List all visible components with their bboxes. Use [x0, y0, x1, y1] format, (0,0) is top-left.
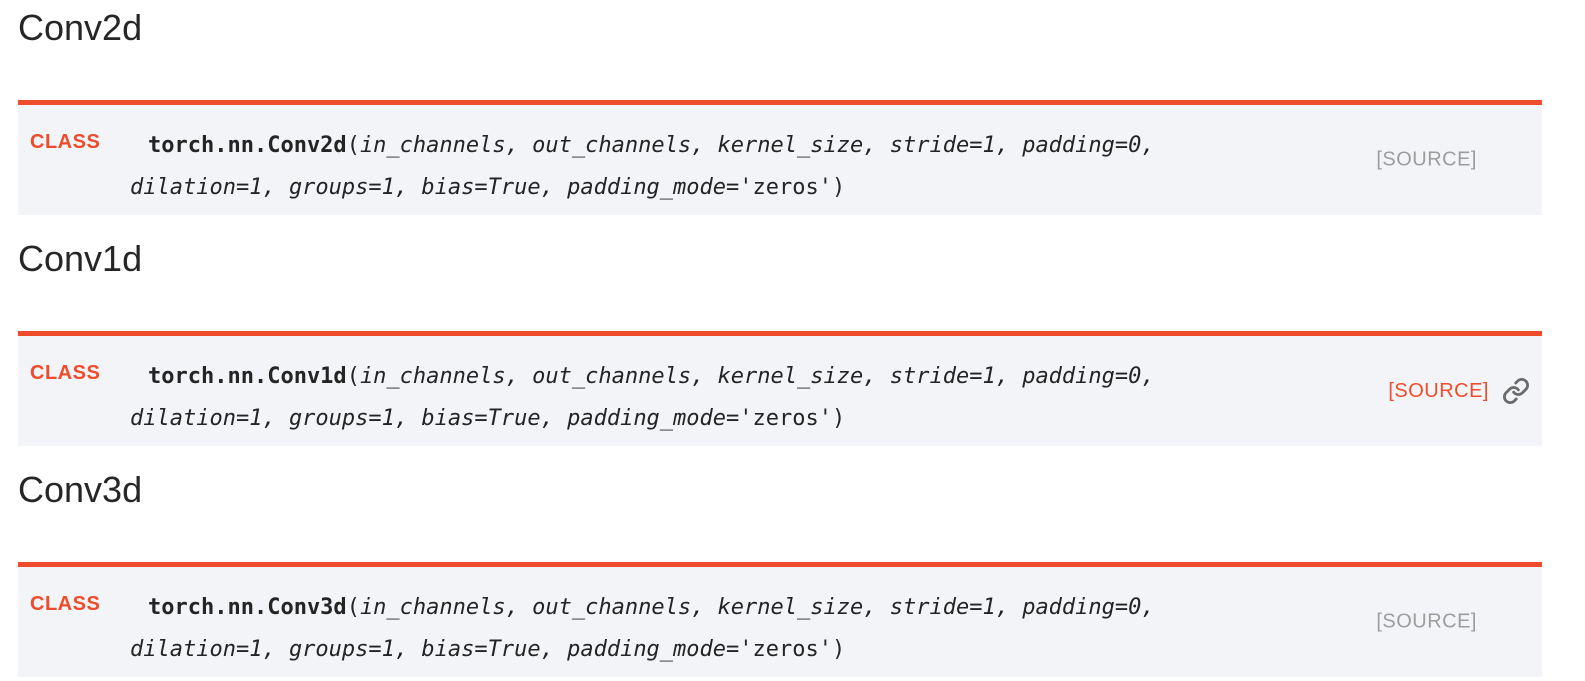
- doc-section-conv3d: Conv3d CLASS torch.nn.Conv3d(in_channels…: [18, 470, 1542, 677]
- source-link-area: [SOURCE]: [1388, 377, 1530, 405]
- signature-code: torch.nn.Conv2d(in_channels, out_channel…: [130, 125, 1327, 209]
- class-keyword-label: CLASS: [30, 131, 101, 153]
- source-link[interactable]: [SOURCE]: [1388, 379, 1489, 402]
- sig-paren-close: ): [832, 175, 846, 200]
- signature-code: torch.nn.Conv3d(in_channels, out_channel…: [130, 587, 1327, 671]
- sig-qualified-name: torch.nn.Conv2d: [148, 133, 347, 158]
- source-link-area: [SOURCE]: [1376, 611, 1477, 634]
- signature-code: torch.nn.Conv1d(in_channels, out_channel…: [130, 356, 1327, 440]
- class-signature-block: CLASS torch.nn.Conv3d(in_channels, out_c…: [18, 562, 1542, 677]
- sig-default-value: 'zeros': [739, 175, 832, 200]
- sig-qualified-name: torch.nn.Conv3d: [148, 595, 347, 620]
- class-signature-block: CLASS torch.nn.Conv2d(in_channels, out_c…: [18, 100, 1542, 215]
- sig-params-line2: dilation=1, groups=1, bias=True, padding…: [130, 406, 740, 431]
- section-heading: Conv3d: [18, 469, 143, 510]
- chain-link-icon[interactable]: [1502, 377, 1530, 405]
- source-link-area: [SOURCE]: [1376, 149, 1477, 172]
- sig-paren-open: (: [346, 595, 360, 620]
- doc-section-conv2d: Conv2d CLASS torch.nn.Conv2d(in_channels…: [18, 8, 1542, 215]
- sig-default-value: 'zeros': [739, 406, 832, 431]
- sig-paren-open: (: [346, 133, 360, 158]
- sig-paren-close: ): [832, 406, 846, 431]
- section-heading: Conv1d: [18, 238, 143, 279]
- sig-qualified-name: torch.nn.Conv1d: [148, 364, 347, 389]
- sig-paren-open: (: [346, 364, 360, 389]
- doc-section-conv1d: Conv1d CLASS torch.nn.Conv1d(in_channels…: [18, 239, 1542, 446]
- source-link[interactable]: [SOURCE]: [1376, 148, 1477, 171]
- class-signature-block: CLASS torch.nn.Conv1d(in_channels, out_c…: [18, 331, 1542, 446]
- sig-params-line2: dilation=1, groups=1, bias=True, padding…: [130, 637, 740, 662]
- sig-params-line1: in_channels, out_channels, kernel_size, …: [359, 595, 1155, 620]
- source-link[interactable]: [SOURCE]: [1376, 610, 1477, 633]
- sig-params-line1: in_channels, out_channels, kernel_size, …: [359, 133, 1155, 158]
- class-keyword-label: CLASS: [30, 362, 101, 384]
- class-keyword-label: CLASS: [30, 593, 101, 615]
- sig-paren-close: ): [832, 637, 846, 662]
- section-heading: Conv2d: [18, 7, 143, 48]
- sig-params-line2: dilation=1, groups=1, bias=True, padding…: [130, 175, 740, 200]
- sig-params-line1: in_channels, out_channels, kernel_size, …: [359, 364, 1155, 389]
- sig-default-value: 'zeros': [739, 637, 832, 662]
